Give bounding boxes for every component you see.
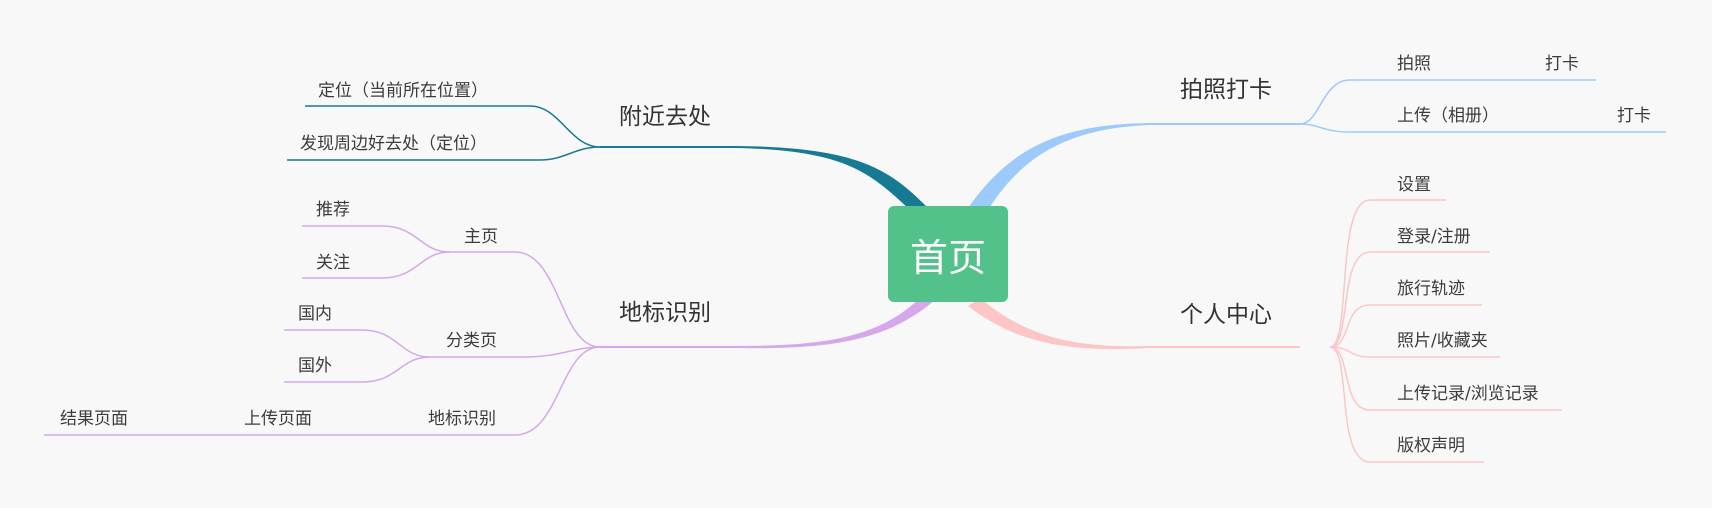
node-take-photo-checkin[interactable]: 打卡 xyxy=(1545,54,1579,74)
node-settings[interactable]: 设置 xyxy=(1397,175,1431,195)
node-upload-album[interactable]: 上传（相册） xyxy=(1397,106,1499,126)
node-homepage[interactable]: 主页 xyxy=(464,227,498,247)
link-root-photo xyxy=(968,123,1150,215)
branch-nearby-places[interactable]: 附近去处 xyxy=(619,104,711,130)
node-result-page[interactable]: 结果页面 xyxy=(60,409,128,429)
link-profile-photos xyxy=(1329,346,1500,358)
root-node[interactable]: 首页 xyxy=(888,206,1008,302)
link-photo-upload xyxy=(1299,123,1666,133)
node-current-location[interactable]: 定位（当前所在位置） xyxy=(318,81,488,101)
branch-photo-checkin[interactable]: 拍照打卡 xyxy=(1180,77,1272,103)
node-copyright[interactable]: 版权声明 xyxy=(1397,436,1465,456)
node-take-photo[interactable]: 拍照 xyxy=(1397,54,1431,74)
link-profile-copyright xyxy=(1329,346,1484,463)
link-root-profile xyxy=(968,298,1150,350)
link-nearby-discover xyxy=(287,146,601,161)
node-follow[interactable]: 关注 xyxy=(316,253,350,273)
link-home-follow xyxy=(302,251,451,279)
node-foreign[interactable]: 国外 xyxy=(298,356,332,376)
link-profile-settings xyxy=(1329,199,1446,348)
link-root-nearby xyxy=(735,146,928,212)
link-category-foreign xyxy=(284,356,431,383)
node-landmark-recognize[interactable]: 地标识别 xyxy=(428,409,496,429)
link-profile-track xyxy=(1329,304,1482,348)
node-upload-page[interactable]: 上传页面 xyxy=(244,409,312,429)
links-profile xyxy=(1329,199,1562,463)
link-home-recommend xyxy=(302,225,451,253)
link-category-domestic xyxy=(284,329,431,358)
link-profile-login xyxy=(1329,251,1490,348)
node-recommend[interactable]: 推荐 xyxy=(316,200,350,220)
node-travel-track[interactable]: 旅行轨迹 xyxy=(1397,279,1465,299)
node-login-register[interactable]: 登录/注册 xyxy=(1397,227,1471,247)
link-landmark-recognize xyxy=(410,346,601,436)
node-photos-favorites[interactable]: 照片/收藏夹 xyxy=(1397,331,1488,351)
branch-personal-center[interactable]: 个人中心 xyxy=(1180,302,1272,328)
link-landmark-home xyxy=(450,251,601,348)
root-label: 首页 xyxy=(909,235,986,280)
node-discover-nearby[interactable]: 发现周边好去处（定位） xyxy=(300,134,487,154)
link-root-landmark xyxy=(735,298,935,349)
link-landmark-category xyxy=(430,346,601,358)
link-profile-history xyxy=(1329,346,1562,411)
node-category-page[interactable]: 分类页 xyxy=(446,331,497,351)
links-landmark xyxy=(44,225,601,436)
link-photo-take xyxy=(1299,79,1596,125)
node-upload-browse-history[interactable]: 上传记录/浏览记录 xyxy=(1397,384,1539,404)
branch-landmark-recognition[interactable]: 地标识别 xyxy=(619,300,711,326)
link-nearby-locate xyxy=(305,105,601,148)
node-upload-album-checkin[interactable]: 打卡 xyxy=(1617,106,1651,126)
node-domestic[interactable]: 国内 xyxy=(298,304,332,324)
